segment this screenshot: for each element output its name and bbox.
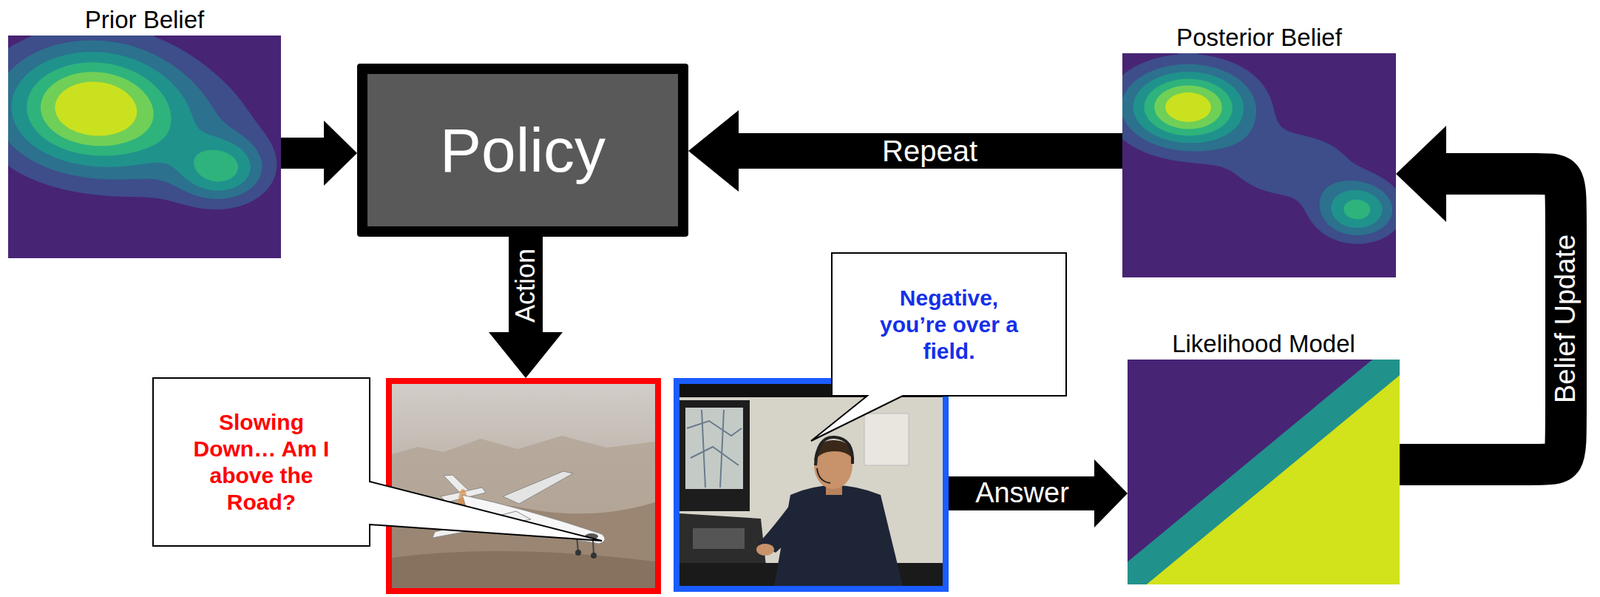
console-panel	[692, 527, 745, 549]
contour-level	[8, 35, 277, 210]
monitor-screen	[685, 407, 744, 489]
contour-plot	[1127, 359, 1400, 585]
likelihood-region	[1146, 374, 1400, 585]
contour-plot	[8, 35, 281, 259]
photo-illustration	[679, 383, 943, 586]
map-lines	[686, 409, 742, 488]
arrow-shaft	[1399, 173, 1566, 465]
arrow-label: Action	[510, 244, 541, 325]
contour-level	[1154, 85, 1223, 129]
contour-level	[1133, 71, 1383, 228]
operator-hand	[756, 543, 775, 556]
panel-heading: Posterior Belief	[1176, 23, 1342, 52]
contour-level	[8, 40, 263, 200]
plot-ground	[8, 35, 281, 259]
speech-text: Negative, you’re over a field.	[873, 284, 1026, 365]
arrow-head	[1094, 459, 1128, 528]
drone-wheel	[575, 549, 582, 556]
flow-arrow	[488, 236, 563, 378]
contour-level	[54, 82, 137, 137]
drone-wing	[502, 470, 574, 504]
arrow-label: Repeat	[879, 134, 981, 168]
speech-bubble	[385, 377, 661, 594]
contour-plot	[1122, 53, 1396, 278]
drone-wheel	[590, 552, 597, 559]
flow-arrow	[688, 110, 1123, 192]
contour-level	[11, 51, 251, 191]
bubble-area: Slowing Down… Am I above the Road?	[153, 377, 370, 546]
operator-photo: Negative, you’re over a field.	[673, 377, 949, 592]
plot-ground	[1122, 53, 1396, 278]
belief-heatmap: Prior Belief	[8, 35, 281, 259]
panel-heading: Likelihood Model	[1171, 329, 1356, 358]
arrow-head	[1395, 125, 1447, 222]
speech-text: Slowing Down… Am I above the Road?	[183, 408, 341, 516]
photo-illustration	[391, 383, 656, 588]
flow-arrow	[280, 120, 358, 186]
headset	[815, 436, 853, 466]
contour-level	[1122, 64, 1393, 236]
box-label: Policy	[439, 116, 606, 185]
bubble-outline	[153, 377, 602, 546]
ground	[391, 550, 656, 588]
contour-level	[1165, 92, 1212, 122]
arrow-label: Answer	[972, 477, 1073, 509]
wall	[679, 383, 943, 586]
arrow-shaft	[737, 133, 1123, 169]
arrow-head	[688, 110, 739, 192]
policy-box: Policy	[357, 63, 689, 237]
plot-ground	[1127, 359, 1400, 585]
arrow-shaft	[508, 236, 543, 334]
arrow-label: Belief Update	[1550, 231, 1582, 406]
monitor	[679, 400, 750, 511]
drone-photo: Slowing Down… Am I above the Road?	[385, 377, 661, 594]
likelihood-band	[1127, 359, 1400, 585]
arrow-shaft	[280, 137, 326, 169]
contour-level	[40, 71, 154, 146]
bubble-outline	[811, 252, 1067, 441]
bubble-area: Negative, you’re over a field.	[831, 252, 1067, 396]
arrow-shaft	[948, 476, 1096, 511]
sky	[391, 383, 656, 588]
panel-heading: Prior Belief	[85, 5, 205, 35]
flow-arrow	[948, 459, 1128, 528]
arrow-head	[323, 120, 358, 186]
contour-level	[26, 62, 239, 182]
wall-sheet	[864, 413, 909, 466]
drone-gear	[592, 540, 594, 554]
arrow-head	[488, 331, 563, 378]
belief-heatmap: Posterior Belief	[1122, 53, 1396, 278]
likelihood-heatmap: Likelihood Model	[1127, 359, 1400, 585]
contour-level	[1122, 53, 1396, 244]
contour-level	[1144, 79, 1371, 220]
speech-bubble	[673, 377, 949, 592]
headset-mic	[817, 468, 831, 483]
flow-arrow	[1395, 125, 1566, 465]
